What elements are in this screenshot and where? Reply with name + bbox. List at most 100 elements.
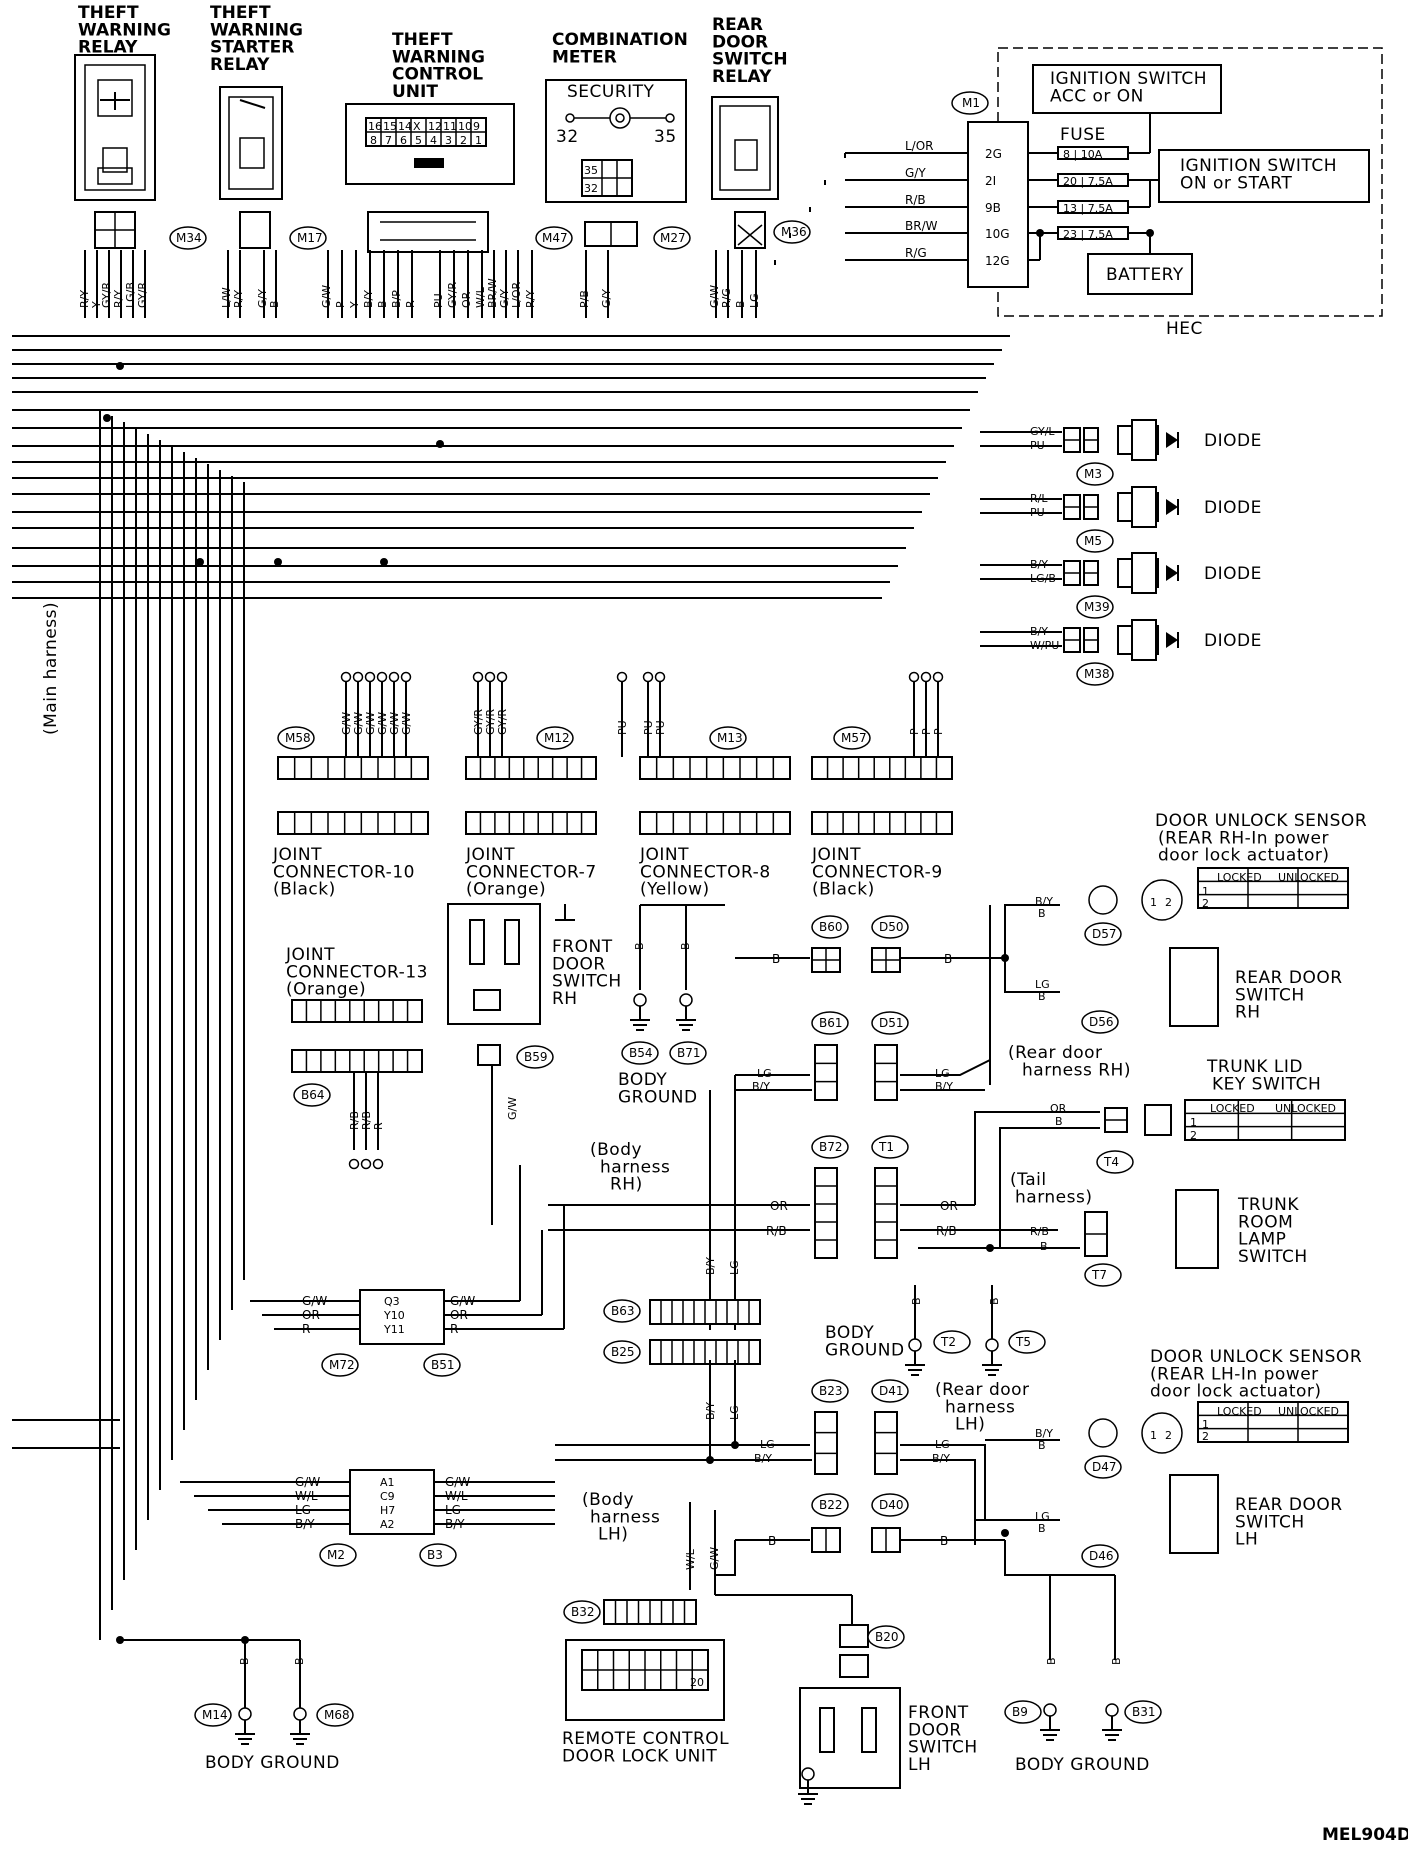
wire-color-label: G/W (340, 712, 353, 735)
connector-id-label: D40 (879, 1498, 904, 1512)
pin-number: 15 (383, 120, 397, 133)
connector-body (477, 1044, 501, 1066)
hec-wire-label: R/B (905, 193, 926, 207)
splice-point (932, 671, 944, 683)
wire-color-label: PU (654, 720, 667, 735)
wire-color-label: LG (748, 293, 761, 308)
wire-color-label: R/B (348, 1111, 361, 1130)
connector-id-oval (811, 1011, 849, 1035)
diode-symbol (1166, 632, 1178, 648)
sensor-pin: 2 (1165, 1429, 1172, 1442)
pin-number: X (413, 120, 421, 133)
wire-color-label: B/Y (932, 1452, 950, 1465)
wire-color-label: P (920, 728, 933, 735)
m34-connector: M34 (94, 211, 207, 250)
connector-body (839, 1624, 869, 1648)
diode-body (1131, 419, 1157, 461)
wire (1004, 904, 1060, 958)
wire-color-label: B/P (390, 290, 403, 308)
connector-id-oval (833, 726, 871, 750)
connector-id-label: D46 (1089, 1549, 1114, 1563)
connector-body (811, 756, 953, 780)
body-ground-label: BODY GROUND (205, 1753, 340, 1773)
wire-color-label: B (1038, 1439, 1046, 1452)
wire-color-label: OR (460, 291, 473, 308)
fuse-rating: 23 | 7.5A (1063, 228, 1113, 241)
connector-id-label: B71 (677, 1046, 701, 1060)
pin-number: 1 (475, 134, 482, 147)
pin-number: 6 (400, 134, 407, 147)
m27-label: M27 (660, 231, 686, 245)
connector-body (1197, 1401, 1349, 1443)
pin-label: Y10 (383, 1309, 405, 1322)
diode-body (1131, 486, 1157, 528)
ground-terminal (1043, 1703, 1057, 1717)
switch-plunger (473, 989, 501, 1011)
connector-id-oval (293, 1083, 331, 1107)
wire-color-label: B (1038, 907, 1046, 920)
table-row: 2 (1202, 1430, 1209, 1443)
pin-label: Y11 (383, 1323, 405, 1336)
wire-color-label: OR (940, 1199, 958, 1213)
pin-label: Q3 (384, 1295, 400, 1308)
ground-terminal (633, 993, 647, 1007)
connector-id-label: D51 (879, 1016, 904, 1030)
connector-id-label: T1 (878, 1140, 894, 1154)
connector-id-label: B63 (611, 1304, 635, 1318)
wire-color-label: B/Y (752, 1080, 770, 1093)
connector-id-oval (709, 726, 747, 750)
wire (900, 1459, 976, 1545)
wire (1004, 1540, 1115, 1576)
wire-color-label: B (772, 952, 780, 966)
door-unlock-sensor-rh (1141, 879, 1183, 921)
hec-wire-label: R/G (905, 246, 927, 260)
wire-color-label: OR (1050, 1102, 1067, 1115)
wire-color-label: BR/W (486, 278, 499, 308)
connector-id-label: M68 (324, 1708, 350, 1722)
connector-id-label: B72 (819, 1140, 843, 1154)
connector-id-oval (277, 726, 315, 750)
wire-color-label: B (940, 1534, 948, 1548)
hec-pin: 2G (985, 147, 1002, 161)
connector-id-label: D47 (1092, 1460, 1117, 1474)
connector-id-oval (1084, 922, 1122, 946)
connector-id-label: B3 (427, 1548, 443, 1562)
wire-color-label: R (404, 300, 417, 308)
splice-point (616, 671, 628, 683)
wire (1004, 958, 1060, 993)
junction-dot (116, 1636, 124, 1644)
wire-color-label: B (910, 1297, 923, 1305)
connector-id-label: M39 (1084, 600, 1110, 614)
connector-id-oval (867, 1625, 905, 1649)
connector-id-oval (811, 1379, 849, 1403)
hec-pin: 2I (985, 174, 996, 188)
connector-id-label: D57 (1092, 927, 1117, 941)
wire-color-label: L/W (220, 287, 233, 308)
connector-id-label: B9 (1012, 1705, 1028, 1719)
splice-point (496, 671, 508, 683)
hec-label: HEC (1166, 319, 1203, 339)
connector-id-label: T7 (1091, 1268, 1107, 1282)
ground-terminal (801, 1767, 815, 1781)
connector-body (291, 999, 423, 1023)
connector-id-label: B20 (875, 1630, 899, 1644)
ground-terminal (1105, 1703, 1119, 1717)
connector-id-oval (1081, 1544, 1119, 1568)
connector-body (814, 1167, 838, 1259)
connector-body (874, 1411, 898, 1475)
table-row: 2 (1190, 1129, 1197, 1142)
junction-dot (731, 1441, 739, 1449)
junction-dot (436, 440, 444, 448)
connector-id-label: T2 (940, 1335, 956, 1349)
